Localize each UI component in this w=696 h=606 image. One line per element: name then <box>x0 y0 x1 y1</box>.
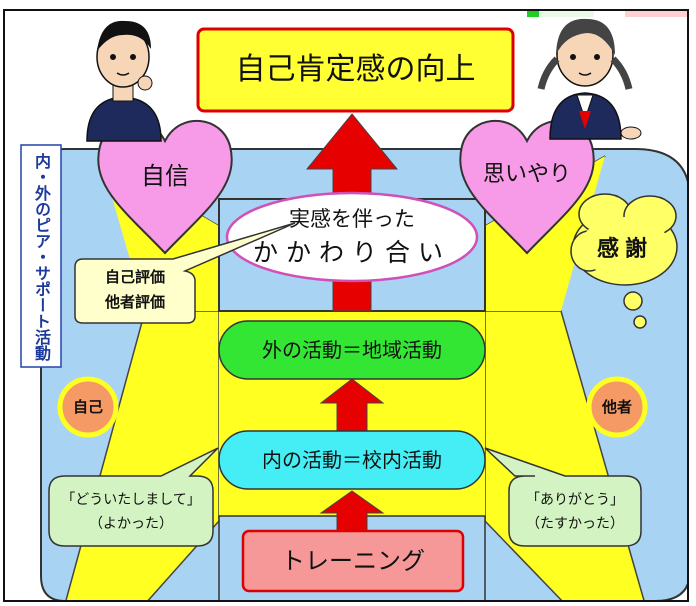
left-heart-label: 自信 <box>141 162 189 190</box>
self-circle <box>57 376 119 438</box>
other-label: 他者 <box>601 398 632 416</box>
right-heart <box>459 119 595 255</box>
eval-line1: 自己評価 <box>104 268 165 286</box>
girl-figure <box>537 18 642 140</box>
cloud-label: 感謝 <box>596 237 653 262</box>
corner-tab-light <box>539 11 594 17</box>
other-circle <box>586 376 648 438</box>
side-label-box <box>20 144 62 368</box>
side-label: 内・外のピア・サポート活動 <box>32 153 51 361</box>
training-label: トレーニング <box>281 547 425 575</box>
interaction-ellipse <box>225 191 479 283</box>
eval-line2: 他者評価 <box>104 293 165 311</box>
inside-activity-pill <box>218 430 486 490</box>
left-heart <box>97 119 233 255</box>
ellipse-line2: かかわり合い <box>252 238 451 267</box>
diagram-canvas <box>20 11 687 600</box>
left-bubble <box>48 447 219 547</box>
diagram-frame: 自己肯定感の向上 自信 思いやり 感謝 実感を伴った かかわり合い 内・外のピア… <box>3 9 689 602</box>
self-label: 自己 <box>72 398 103 416</box>
title-box <box>196 27 515 113</box>
left-bubble-line1: 「どういたしまして」 <box>61 492 201 508</box>
eval-callout <box>74 222 296 324</box>
boy-figure <box>86 20 162 142</box>
inside-activity-label: 内の活動＝校内活動 <box>262 448 442 472</box>
outside-activity-pill <box>218 320 486 380</box>
corner-tab-pink <box>625 11 687 17</box>
outside-activity-label: 外の活動＝地域活動 <box>262 338 442 362</box>
left-bubble-line2: （よかった） <box>89 516 173 532</box>
title-text: 自己肯定感の向上 <box>235 52 476 87</box>
thanks-cloud <box>570 193 678 329</box>
corner-tab-green <box>527 11 539 17</box>
ellipse-line1: 実感を伴った <box>289 207 415 231</box>
right-bubble <box>484 447 642 547</box>
right-heart-label: 思いやり <box>482 162 571 187</box>
right-bubble-line2: （たすかった） <box>526 516 624 532</box>
training-box <box>241 529 465 593</box>
right-bubble-line1: 「ありがとう」 <box>526 492 624 508</box>
